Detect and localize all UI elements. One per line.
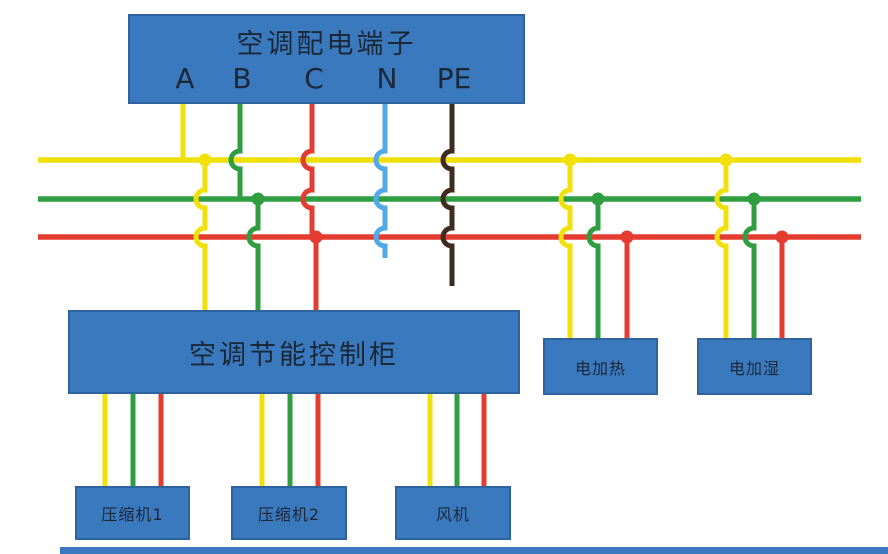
pe-feed <box>440 103 455 286</box>
compressor1-box: 压缩机1 <box>75 486 190 540</box>
terminal-title: 空调配电端子 <box>236 29 417 60</box>
phase-c-label: C <box>304 62 324 95</box>
phase-b-label: B <box>232 62 252 95</box>
junction-dot <box>251 192 265 206</box>
junction-dot <box>563 153 577 167</box>
phase-a-label: A <box>175 62 195 95</box>
humidifier-yellow-drop <box>714 160 729 340</box>
junction-dot <box>591 192 605 206</box>
compressor2-box: 压缩机2 <box>231 486 347 540</box>
cabinet-box: 空调节能控制柜 <box>68 310 520 394</box>
phase-n-label: N <box>376 62 398 95</box>
fan-label: 风机 <box>435 505 470 524</box>
fan-box: 风机 <box>395 486 511 540</box>
phase-row: A B C N PE <box>130 62 523 102</box>
humidifier-green-drop <box>742 199 757 340</box>
compressor1-label: 压缩机1 <box>101 505 164 524</box>
phase-b-drop-cabinet <box>246 199 261 312</box>
phase-a-drop-cabinet <box>193 160 208 312</box>
junction-dot <box>309 230 323 244</box>
junction-dot <box>620 230 634 244</box>
heater-yellow-drop <box>558 160 573 340</box>
junction-dot <box>198 153 212 167</box>
footer-bar <box>60 547 888 554</box>
phase-c-feed <box>300 103 315 237</box>
heater-green-drop <box>586 199 601 340</box>
heater-box: 电加热 <box>543 338 658 395</box>
terminal-box: 空调配电端子 A B C N PE <box>128 14 525 104</box>
junction-dot <box>747 192 761 206</box>
phase-b-feed <box>228 103 243 199</box>
neutral-feed <box>373 103 388 258</box>
heater-label: 电加热 <box>574 358 626 378</box>
compressor2-label: 压缩机2 <box>257 505 321 524</box>
phase-pe-label: PE <box>436 62 472 95</box>
junction-dot <box>775 230 789 244</box>
humidifier-box: 电加湿 <box>697 338 812 395</box>
junction-dot <box>719 153 733 167</box>
humidifier-label: 电加湿 <box>728 358 780 378</box>
cabinet-label: 空调节能控制柜 <box>189 339 399 371</box>
